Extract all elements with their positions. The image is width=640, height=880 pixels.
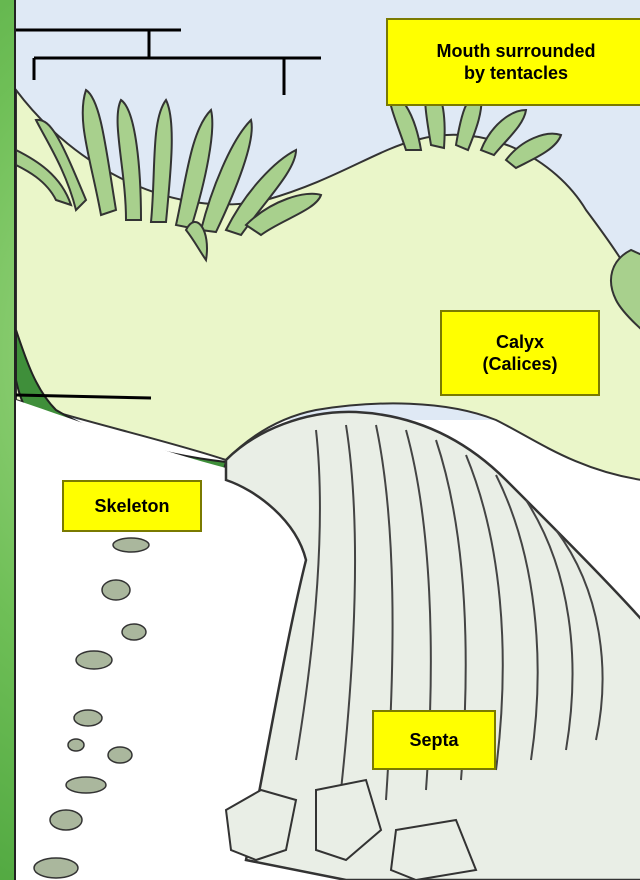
diagram-frame: Mouth surrounded by tentacles Calyx (Cal…: [14, 0, 640, 880]
label-septa: Septa: [372, 710, 496, 770]
label-calyx: Calyx (Calices): [440, 310, 600, 396]
label-calyx-line2: (Calices): [482, 353, 557, 375]
label-skeleton: Skeleton: [62, 480, 202, 532]
label-calyx-line1: Calyx: [496, 331, 544, 353]
coral-polyp-illustration: [16, 0, 640, 880]
label-mouth-line2: by tentacles: [464, 62, 568, 84]
skeleton-base: [16, 400, 226, 880]
label-mouth-line1: Mouth surrounded: [437, 40, 596, 62]
label-mouth-tentacles: Mouth surrounded by tentacles: [386, 18, 640, 106]
